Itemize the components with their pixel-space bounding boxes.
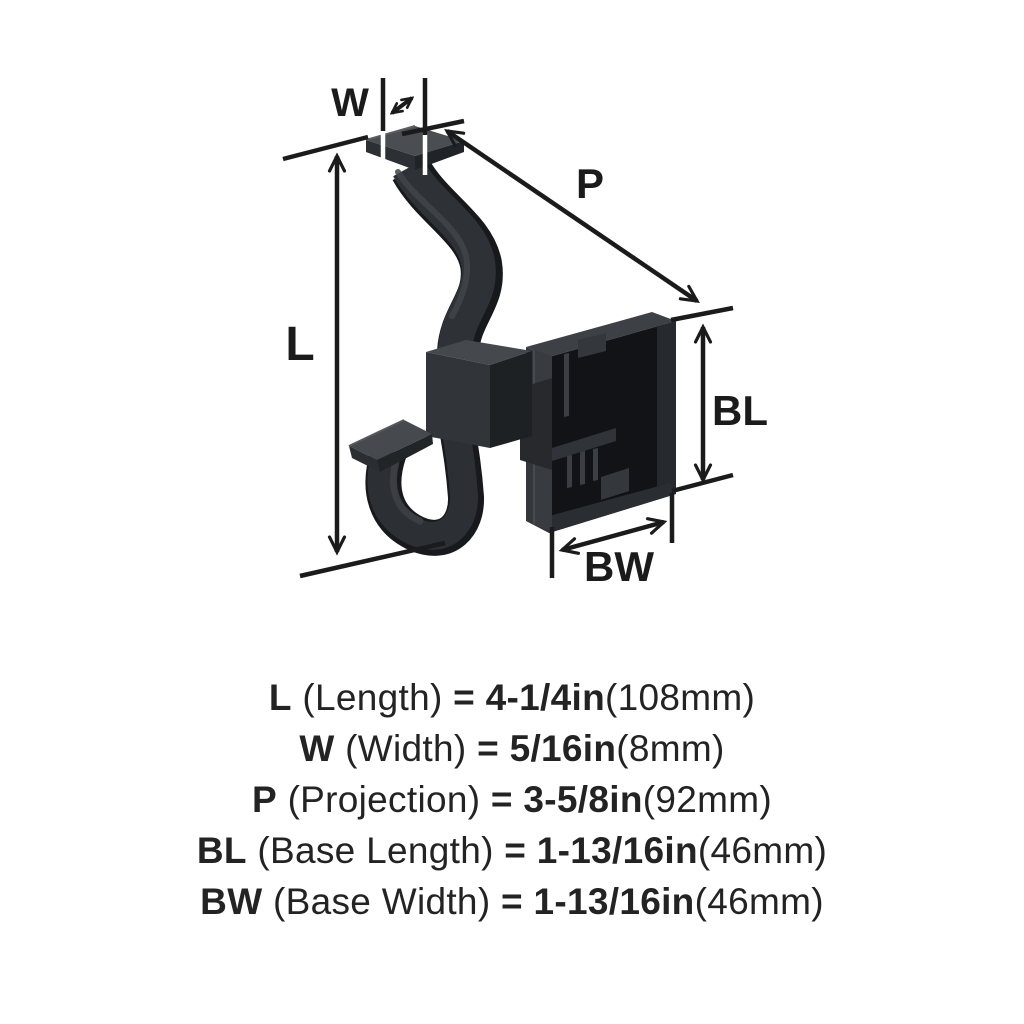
spec-line: BW (Base Width) = 1-13/16in(46mm) — [200, 881, 824, 922]
dimension-annotations: W L P BL BW — [282, 78, 768, 590]
dimension-spec-list: L (Length) = 4-1/4in(108mm) W (Width) = 5… — [0, 672, 1024, 927]
hook-lower-prong — [365, 429, 484, 556]
dim-bw — [549, 493, 675, 578]
dim-bl — [670, 305, 734, 494]
dim-bw-arrow — [558, 517, 668, 555]
hook-upper-arm — [392, 159, 503, 355]
dim-label-bw: BW — [584, 543, 654, 590]
spec-line: BL (Base Length) = 1-13/16in(46mm) — [196, 830, 828, 871]
dim-bl-extension-top — [670, 305, 734, 323]
hook-base-plate — [526, 312, 676, 533]
dim-l-extension-bottom — [299, 540, 446, 579]
dim-label-l: L — [285, 318, 314, 371]
dim-w-arrow — [392, 98, 412, 113]
spec-line: P (Projection) = 3-5/8in(92mm) — [252, 779, 772, 820]
dim-w — [380, 78, 428, 135]
dim-p-extension-top — [401, 118, 465, 137]
dim-p-arrow — [444, 128, 700, 304]
dim-l-extension-top — [282, 134, 369, 162]
dim-label-bl: BL — [712, 387, 768, 434]
hook-lower-finial — [348, 419, 433, 472]
hook-illustration — [348, 125, 676, 556]
spec-line: W (Width) = 5/16in(8mm) — [299, 728, 725, 769]
dim-label-p: P — [576, 160, 604, 207]
hook-collar — [426, 340, 532, 448]
dim-label-w: W — [331, 81, 369, 125]
spec-line: L (Length) = 4-1/4in(108mm) — [268, 677, 756, 718]
dim-p — [401, 118, 700, 304]
dim-l — [282, 134, 446, 579]
